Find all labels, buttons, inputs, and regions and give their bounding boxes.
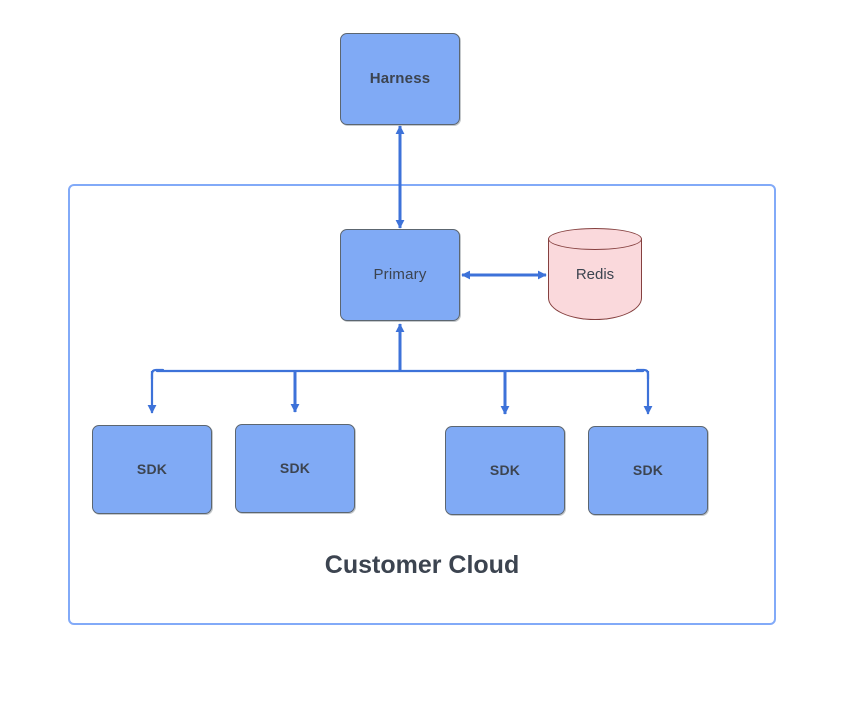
node-harness-label: Harness <box>369 69 431 87</box>
container-customer-cloud-label: Customer Cloud <box>324 551 520 579</box>
node-harness[interactable]: Harness <box>340 33 460 125</box>
node-redis[interactable]: Redis <box>548 228 642 320</box>
node-sdk-1-label: SDK <box>136 460 168 477</box>
container-customer-cloud[interactable]: Customer Cloud <box>68 184 776 625</box>
node-sdk-2-label: SDK <box>279 459 311 476</box>
node-sdk-1[interactable]: SDK <box>92 425 212 514</box>
redis-cylinder-body <box>548 239 642 320</box>
node-sdk-4[interactable]: SDK <box>588 426 708 515</box>
node-sdk-3[interactable]: SDK <box>445 426 565 515</box>
node-primary-label: Primary <box>373 265 427 283</box>
node-primary[interactable]: Primary <box>340 229 460 321</box>
node-sdk-4-label: SDK <box>632 461 664 478</box>
redis-cylinder-top <box>548 228 642 250</box>
node-redis-label: Redis <box>575 265 615 283</box>
node-sdk-2[interactable]: SDK <box>235 424 355 513</box>
node-sdk-3-label: SDK <box>489 461 521 478</box>
